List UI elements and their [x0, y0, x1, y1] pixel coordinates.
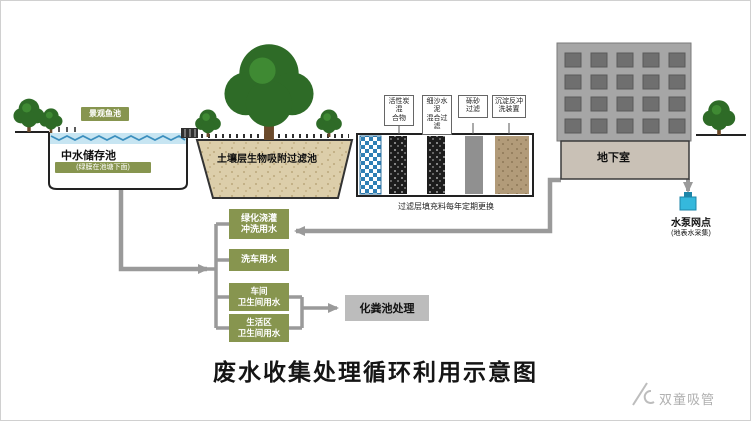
filter-unit	[356, 123, 534, 197]
filter-column-label-1: 活性炭混 合物	[384, 95, 414, 127]
usage-box-carwash: 洗车用水	[229, 249, 289, 271]
filter-column-label-3: 砾砂 过滤	[458, 95, 488, 118]
pipe-pond-to-usage	[118, 188, 209, 274]
filter-col-sand1	[389, 136, 407, 194]
ground-lines	[15, 131, 746, 136]
tree-big	[224, 44, 314, 140]
storage-pond	[48, 127, 188, 190]
filter-col-gravel	[465, 136, 483, 194]
tree-left-1	[13, 98, 45, 132]
pump-point-subnote: (地表水采集)	[671, 230, 711, 237]
usage-box-living-toilet: 生活区 卫生间用水	[229, 314, 289, 342]
building	[556, 42, 692, 142]
filter-column-label-2: 细沙水泥 混合过滤	[422, 95, 452, 135]
soil-filter-label: 土壤层生物吸附过滤池	[217, 154, 317, 165]
pump-point-label: 水泵网点	[671, 218, 711, 229]
septic-treatment-box: 化粪池处理	[345, 295, 429, 321]
filter-col-settle	[495, 136, 529, 194]
storage-pool-label: 中水储存池	[61, 150, 116, 162]
building-windows	[564, 52, 686, 134]
fish-pond-label: 景观鱼池	[81, 107, 129, 121]
usage-box-irrigation: 绿化浇灌 冲洗用水	[229, 209, 289, 239]
tree-right	[702, 100, 736, 135]
filter-column-label-4: 沉淀反冲 洗装置	[492, 95, 526, 118]
basement-label: 地下室	[597, 152, 630, 164]
filter-note: 过滤层填充料每年定期更换	[398, 202, 494, 211]
inlet-grate	[181, 128, 198, 138]
tree-soil-left	[195, 109, 221, 137]
filter-col-sand2	[427, 136, 445, 194]
watermark-logo-icon	[632, 382, 655, 406]
septic-bracket	[289, 295, 304, 330]
watermark-text: 双童吸管	[659, 392, 716, 407]
pipe-return	[294, 177, 561, 236]
label-connectors	[398, 123, 510, 134]
usage-box-workshop-toilet: 车间 卫生间用水	[229, 283, 289, 311]
storage-pool-subnote: (绿膜在池塘下面)	[55, 162, 151, 173]
pump-icon	[679, 192, 697, 211]
sprinkler-icons	[58, 127, 76, 132]
basement	[560, 140, 690, 180]
soil-filter-basin	[195, 134, 354, 199]
diagram-title: 废水收集处理循环利用示意图	[213, 359, 538, 385]
filter-col-carbon	[359, 135, 382, 195]
pipes	[118, 177, 693, 330]
tree-soil-right	[316, 109, 342, 137]
usage-stubs	[207, 222, 229, 330]
